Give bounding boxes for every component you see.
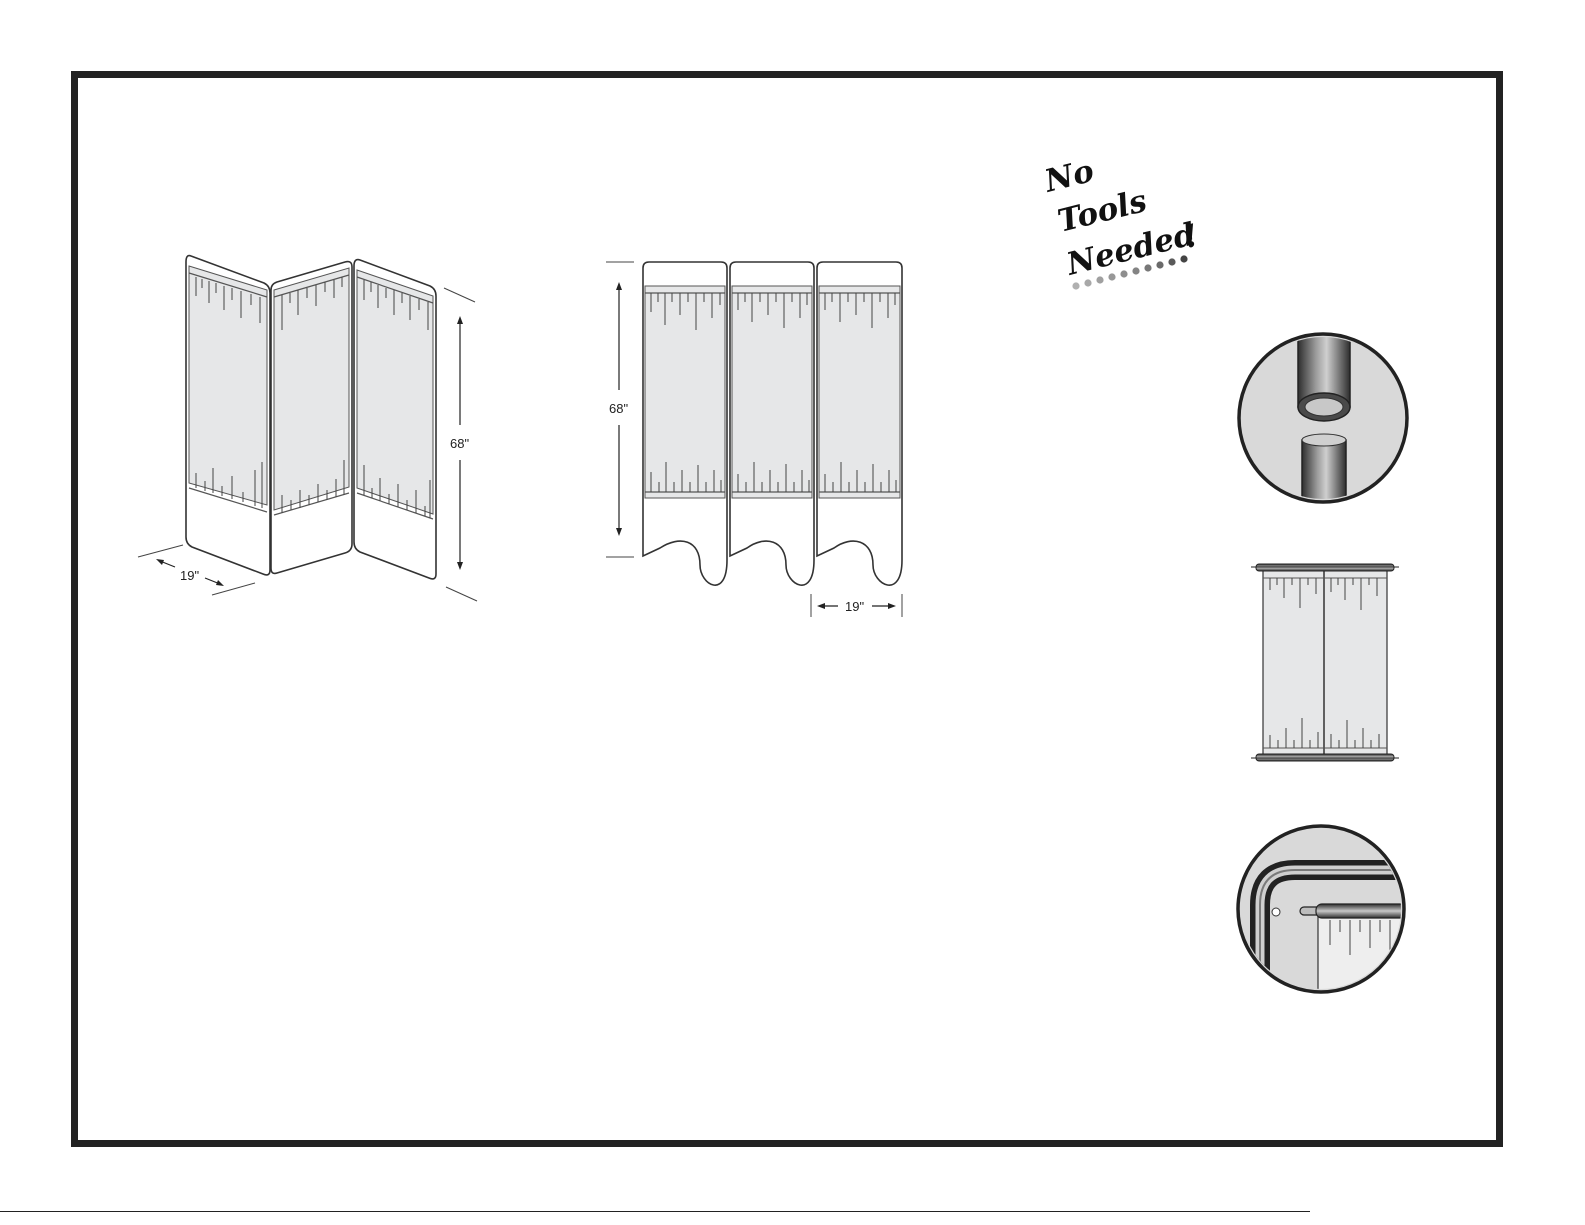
folding-width-label: 19" <box>180 568 199 583</box>
flat-panel-1 <box>643 262 727 585</box>
flat-screen-illustration: 68" 19" <box>606 262 902 617</box>
panel-detail <box>1251 564 1399 761</box>
title-no: No <box>1040 153 1097 200</box>
corner-peg-detail <box>1238 826 1413 1015</box>
flat-panel-2 <box>730 262 814 585</box>
folding-panel-left <box>186 256 270 575</box>
no-tools-needed-title: No Tools Needed ! <box>1040 153 1202 290</box>
folding-panel-middle <box>271 262 352 574</box>
flat-height-label: 68" <box>609 401 628 416</box>
tube-connection-detail <box>1239 325 1407 510</box>
bottom-rule <box>0 1211 1310 1212</box>
flat-width-label: 19" <box>845 599 864 614</box>
folding-height-label: 68" <box>450 436 469 451</box>
folding-screen-illustration: 68" 19" <box>138 256 477 601</box>
flat-panel-3 <box>817 262 902 585</box>
folding-panel-right <box>354 260 436 579</box>
